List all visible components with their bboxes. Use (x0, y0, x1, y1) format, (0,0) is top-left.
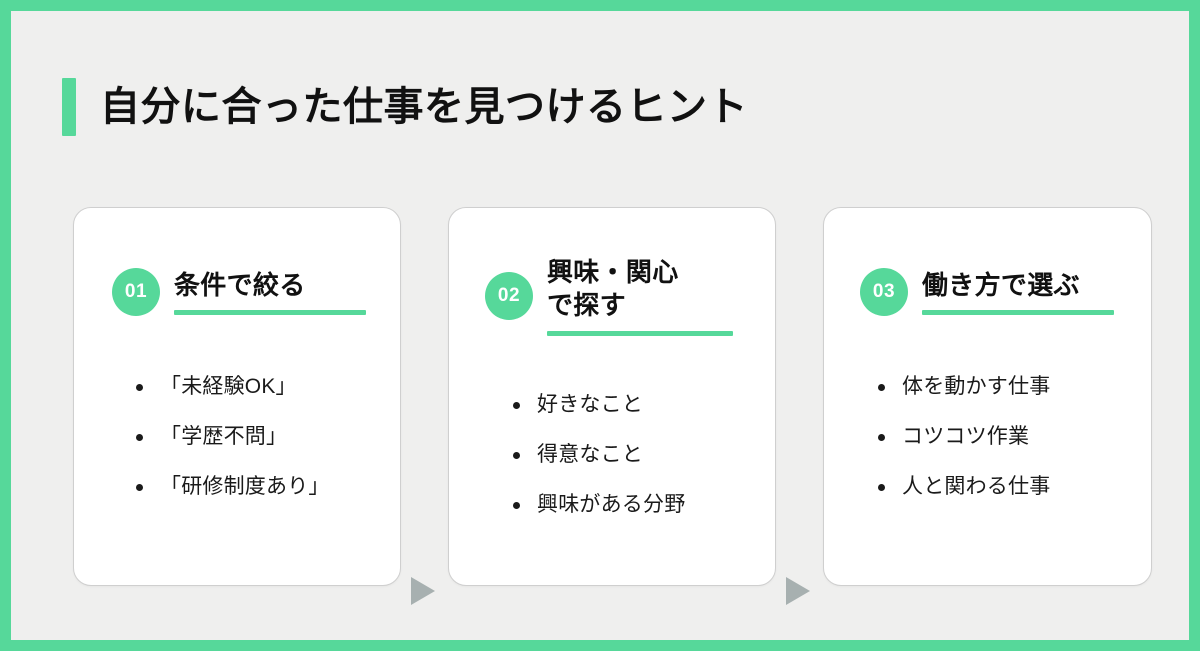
card-bullet-list: 「未経験OK」 「学歴不問」 「研修制度あり」 (130, 376, 380, 526)
page-title-row: 自分に合った仕事を見つけるヒント (62, 72, 748, 142)
card-header: 01 条件で絞る (112, 268, 376, 316)
card-header: 02 興味・関心 で探す (485, 256, 751, 336)
list-item: コツコツ作業 (872, 426, 1131, 447)
slide-frame: 自分に合った仕事を見つけるヒント 01 条件で絞る 「未経験OK」 「学歴不問」… (11, 11, 1189, 640)
card-title-block: 働き方で選ぶ (922, 269, 1114, 316)
step-number-badge: 03 (860, 268, 908, 316)
title-accent-bar (62, 78, 76, 136)
arrow-right-icon (411, 577, 435, 605)
card-step-03[interactable]: 03 働き方で選ぶ 体を動かす仕事 コツコツ作業 人と関わる仕事 (823, 207, 1152, 586)
card-title-block: 興味・関心 で探す (547, 256, 733, 336)
card-title: 働き方で選ぶ (922, 269, 1080, 300)
step-number-badge: 02 (485, 271, 533, 320)
arrow-right-icon (786, 577, 810, 605)
card-bullet-list: 好きなこと 得意なこと 興味がある分野 (507, 394, 755, 544)
page-title: 自分に合った仕事を見つけるヒント (100, 85, 748, 129)
card-step-02[interactable]: 02 興味・関心 で探す 好きなこと 得意なこと 興味がある分野 (448, 207, 776, 586)
step-number-badge: 01 (112, 268, 160, 316)
title-underline (922, 310, 1114, 316)
card-header: 03 働き方で選ぶ (860, 268, 1127, 316)
card-title-block: 条件で絞る (174, 269, 366, 316)
list-item: 興味がある分野 (507, 494, 755, 515)
card-title: 興味・関心 で探す (547, 257, 679, 321)
list-item: 体を動かす仕事 (872, 376, 1131, 397)
card-step-01[interactable]: 01 条件で絞る 「未経験OK」 「学歴不問」 「研修制度あり」 (73, 207, 401, 586)
list-item: 人と関わる仕事 (872, 476, 1131, 497)
card-title: 条件で絞る (174, 269, 306, 300)
list-item: 「未経験OK」 (130, 376, 380, 397)
card-bullet-list: 体を動かす仕事 コツコツ作業 人と関わる仕事 (872, 376, 1131, 526)
list-item: 「学歴不問」 (130, 426, 380, 447)
list-item: 好きなこと (507, 394, 755, 415)
title-underline (547, 330, 733, 336)
list-item: 「研修制度あり」 (130, 476, 380, 497)
title-underline (174, 310, 366, 316)
list-item: 得意なこと (507, 444, 755, 465)
